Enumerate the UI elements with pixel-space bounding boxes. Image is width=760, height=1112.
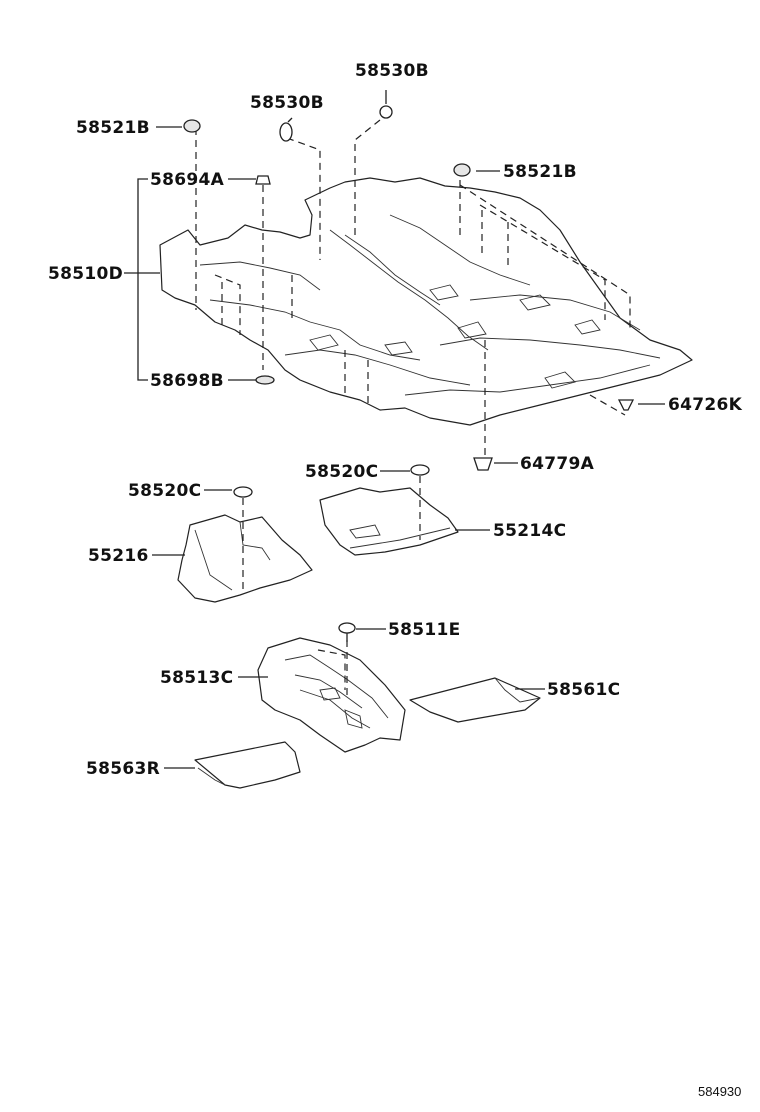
fastener-guide-lines: [195, 119, 631, 455]
clip-58521B-right: [453, 163, 471, 177]
clip-64779A: [473, 457, 493, 471]
label-64779A: 64779A: [520, 454, 595, 474]
label-55214C: 55214C: [493, 521, 566, 541]
part-labels: 58530B 58530B 58521B 58694A 58510D 58698…: [48, 61, 743, 779]
clip-58511E: [338, 622, 356, 642]
label-58530B-top: 58530B: [355, 61, 429, 81]
label-58698B: 58698B: [150, 371, 224, 391]
label-58513C: 58513C: [160, 668, 233, 688]
label-58561C: 58561C: [547, 680, 620, 700]
label-58521B-right: 58521B: [503, 162, 577, 182]
clip-58530B-top: [379, 90, 393, 119]
label-58511E: 58511E: [388, 620, 461, 640]
carpet-part-55216: [177, 498, 313, 603]
carpet-part-55214C: [319, 476, 459, 556]
floor-carpet-main: [159, 177, 693, 426]
carpet-part-58561C: [409, 677, 541, 723]
clip-58530B-left: [279, 117, 293, 142]
label-58520C-right: 58520C: [305, 462, 378, 482]
grommet-58698B: [255, 375, 275, 385]
label-58510D: 58510D: [48, 264, 123, 284]
label-58520C-left: 58520C: [128, 481, 201, 501]
clip-64726K: [617, 399, 635, 411]
label-58563R: 58563R: [86, 759, 160, 779]
label-55216: 55216: [88, 546, 149, 566]
grommet-58520C-right: [410, 464, 430, 476]
grommet-58520C-left: [233, 486, 253, 498]
clip-58521B-left: [183, 119, 201, 133]
diagram-code: 584930: [698, 1084, 741, 1099]
carpet-part-58513C: [257, 637, 406, 753]
leader-lines: [124, 126, 665, 769]
label-64726K: 64726K: [668, 395, 743, 415]
carpet-part-58563R: [194, 741, 301, 789]
clip-58694A: [255, 175, 271, 185]
label-58530B-left: 58530B: [250, 93, 324, 113]
label-58694A: 58694A: [150, 170, 225, 190]
label-58521B-left: 58521B: [76, 118, 150, 138]
